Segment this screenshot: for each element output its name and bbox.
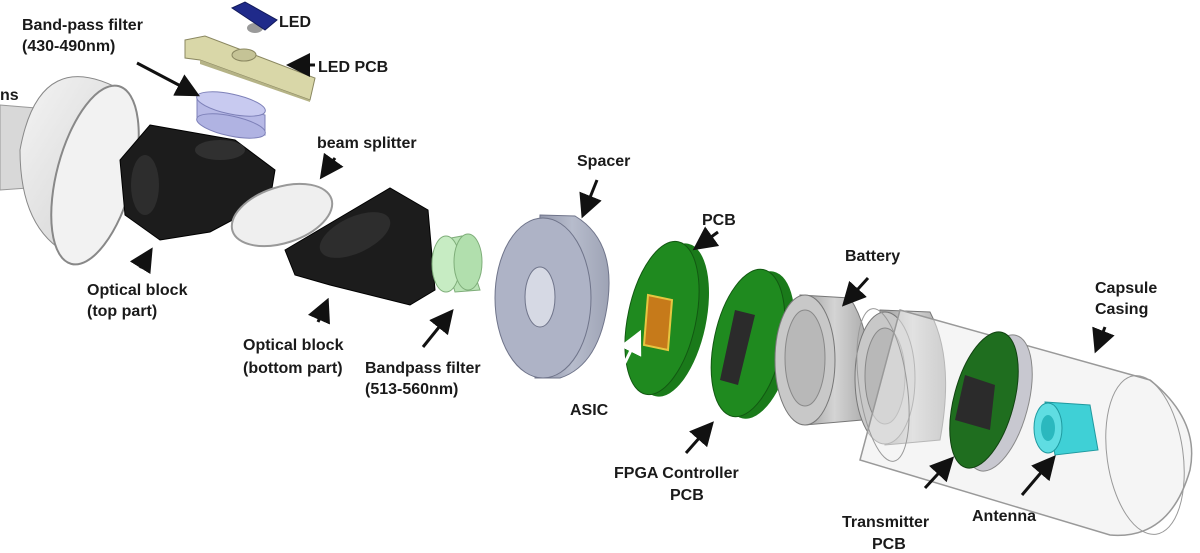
led-body [230, 1, 278, 31]
beam-splitter [230, 182, 334, 248]
label-bandpass-filter-range: (513-560nm) [365, 381, 458, 398]
transmitter-chip [955, 375, 995, 430]
label-led: LED [279, 14, 311, 31]
label-battery: Battery [845, 248, 900, 265]
label-band-pass-filter: Band-pass filter [22, 17, 143, 34]
label-optical-block-bottom-part: (bottom part) [243, 360, 343, 377]
arrow-spacer [579, 179, 602, 219]
lens [0, 76, 140, 266]
label-pcb: PCB [702, 212, 736, 229]
optical-block-bottom [284, 187, 436, 306]
spacer-hole [524, 266, 556, 328]
led-pcb-board [184, 35, 316, 101]
spacer [494, 214, 610, 379]
arrow-asic [612, 329, 642, 386]
arrow-band-pass-filter [136, 61, 200, 97]
arrow-beam-splitter [319, 152, 344, 180]
label-transmitter-pcb: PCB [872, 536, 906, 553]
antenna [1033, 401, 1099, 456]
label-asic: ASIC [570, 402, 609, 419]
led-pcb-hole [231, 48, 257, 62]
label-bandpass-filter: Bandpass filter [365, 360, 481, 377]
label-led-pcb: LED PCB [318, 59, 388, 76]
label-transmitter: Transmitter [842, 514, 929, 531]
arrow-transmitter [923, 456, 955, 490]
label-optical-block-top-part: (top part) [87, 303, 157, 320]
label-optical-block-bottom: Optical block [243, 337, 344, 354]
pcb-asic-board [624, 240, 710, 397]
arrow-optical-block-bottom [307, 297, 330, 325]
asic-chip [642, 293, 674, 352]
label-fpga-controller: FPGA Controller [614, 465, 739, 482]
battery-1 [774, 294, 870, 426]
arrow-optical-block-top [129, 247, 153, 275]
label-lens: ns [0, 87, 19, 104]
label-capsule: Capsule [1095, 280, 1157, 297]
label-band-pass-filter-range: (430-490nm) [22, 38, 115, 55]
arrow-antenna [1020, 455, 1056, 496]
fpga-chip [720, 310, 755, 385]
bandpass-filter-green [431, 233, 483, 293]
filter-top [196, 91, 266, 117]
arrow-pcb [692, 226, 720, 251]
arrow-fpga [684, 421, 714, 454]
led-pcb [184, 35, 316, 102]
arrow-capsule-casing [1092, 326, 1115, 354]
label-fpga-pcb: PCB [670, 487, 704, 504]
label-casing: Casing [1095, 301, 1148, 318]
arrow-battery [841, 276, 870, 307]
band-pass-filter-blue [196, 91, 266, 139]
label-optical-block-top: Optical block [87, 282, 188, 299]
transmitter-pcb [949, 331, 1033, 472]
arrow-bandpass-filter [421, 308, 454, 348]
led [230, 1, 278, 33]
label-beam-splitter: beam splitter [317, 135, 417, 152]
label-antenna: Antenna [972, 508, 1036, 525]
label-spacer: Spacer [577, 153, 630, 170]
optical-block-top [119, 124, 276, 241]
